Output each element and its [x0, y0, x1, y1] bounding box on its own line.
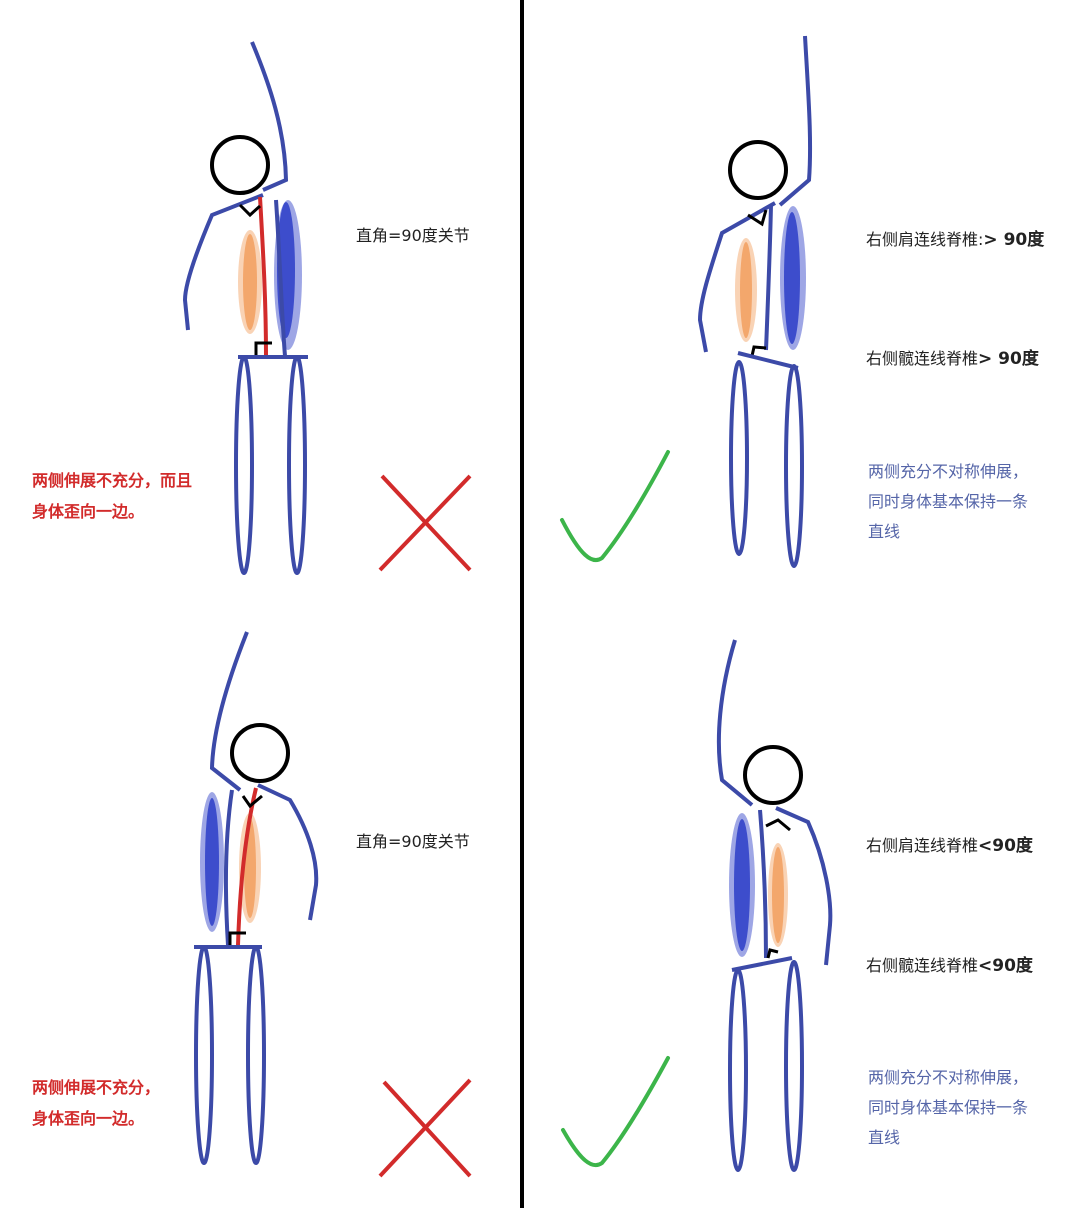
- cross-stroke-b-top: [378, 474, 472, 572]
- note-line-1: 两侧伸展不充分，而且: [32, 471, 193, 490]
- check-mark-top: [560, 450, 670, 563]
- cross-stroke-a-bottom: [382, 1080, 472, 1178]
- hip-line-br: [731, 956, 793, 972]
- head-bl: [230, 723, 290, 783]
- hip-value: > 90度: [978, 349, 1039, 369]
- figure-top-left: [182, 41, 308, 575]
- stretch-blue-tr: [780, 206, 806, 350]
- leg-left-br: [728, 968, 748, 1172]
- raised-arm-tr: [778, 35, 813, 207]
- stretch-orange-br: [768, 843, 788, 947]
- note-line-2: 身体歪向一边。: [32, 502, 145, 521]
- shoulder-prefix: 右侧肩连线脊椎: [866, 836, 979, 855]
- leg-right-br: [784, 960, 804, 1172]
- note-line-2: 同时身体基本保持一条: [868, 492, 1029, 511]
- note-bottom-left: 两侧伸展不充分， 身体歪向一边。: [32, 1072, 160, 1134]
- note-bottom-right: 两侧充分不对称伸展， 同时身体基本保持一条 直线: [868, 1063, 1028, 1153]
- leg-left-tl: [234, 355, 254, 575]
- angle-mark-shoulder-br: [765, 818, 791, 832]
- stretch-orange-tl: [238, 230, 262, 334]
- shoulder-angle-label-top: 右侧肩连线脊椎:> 90度: [866, 230, 1044, 250]
- angle-mark-hip-tl: [254, 341, 272, 356]
- note-line-1: 两侧伸展不充分，: [32, 1078, 161, 1097]
- leg-right-bl: [246, 945, 266, 1165]
- note-line-2: 身体歪向一边。: [32, 1109, 145, 1128]
- angle-mark-shoulder-tl: [238, 203, 262, 218]
- leg-left-tr: [729, 360, 749, 556]
- cross-mark-bottom: [378, 1078, 472, 1178]
- raised-arm-bl: [209, 631, 249, 792]
- head-br: [743, 745, 803, 805]
- hanging-arm-br: [775, 806, 833, 966]
- hip-prefix: 右侧髋连线脊椎: [866, 349, 979, 368]
- note-line-3: 直线: [868, 522, 901, 541]
- figure-bottom-right: [716, 639, 833, 1172]
- cross-mark-top: [378, 474, 472, 572]
- hip-angle-label-bottom: 右侧髋连线脊椎<90度: [866, 956, 1033, 976]
- note-line-3: 直线: [868, 1128, 901, 1147]
- shoulder-value: > 90度: [983, 230, 1045, 250]
- leg-left-bl: [194, 945, 214, 1165]
- note-top-right: 两侧充分不对称伸展， 同时身体基本保持一条 直线: [868, 457, 1028, 547]
- check-mark-bottom: [561, 1056, 670, 1168]
- hip-angle-label-top: 右侧髋连线脊椎> 90度: [866, 349, 1039, 369]
- angle-mark-shoulder-bl: [241, 794, 263, 809]
- note-line-2: 同时身体基本保持一条: [868, 1098, 1029, 1117]
- angle-mark-hip-br: [766, 948, 779, 959]
- note-line-1: 两侧充分不对称伸展，: [868, 462, 1029, 481]
- cross-stroke-b-bottom: [378, 1078, 472, 1178]
- shoulder-value: <90度: [978, 836, 1033, 856]
- right-angle-label-top: 直角=90度关节: [356, 226, 470, 245]
- note-line-1: 两侧充分不对称伸展，: [868, 1068, 1029, 1087]
- leg-right-tl: [287, 355, 307, 575]
- hip-line-tr: [737, 351, 799, 370]
- raised-arm-br: [716, 639, 754, 807]
- hanging-arm-tl: [182, 193, 264, 331]
- torso-right-tl: [274, 199, 287, 357]
- shoulder-angle-label-bottom: 右侧肩连线脊椎<90度: [866, 836, 1033, 856]
- hip-value: <90度: [978, 956, 1033, 976]
- angle-mark-shoulder-tr: [747, 209, 768, 227]
- spine-tl: [258, 196, 268, 357]
- angle-mark-hip-bl: [228, 931, 246, 945]
- figure-top-right: [697, 35, 813, 568]
- leg-right-tr: [784, 364, 804, 568]
- stretch-blue-br: [729, 813, 755, 957]
- shoulder-prefix: 右侧肩连线脊椎:: [866, 230, 984, 249]
- spine-line-tr: [764, 204, 773, 351]
- spine-line-br: [758, 809, 768, 959]
- stretch-blue-bl: [200, 792, 224, 932]
- note-top-left: 两侧伸展不充分，而且 身体歪向一边。: [32, 465, 192, 527]
- head-tr: [728, 140, 788, 200]
- hanging-arm-bl: [257, 783, 319, 921]
- hip-prefix: 右侧髋连线脊椎: [866, 956, 979, 975]
- head-tl: [210, 135, 270, 195]
- hanging-arm-tr: [697, 201, 776, 353]
- torso-left-bl: [223, 789, 234, 946]
- raised-arm-tl: [250, 41, 289, 192]
- angle-mark-hip-tr: [750, 345, 767, 357]
- stretch-orange-tr: [735, 238, 757, 342]
- figure-bottom-left: [194, 631, 319, 1165]
- right-angle-label-bottom: 直角=90度关节: [356, 832, 470, 851]
